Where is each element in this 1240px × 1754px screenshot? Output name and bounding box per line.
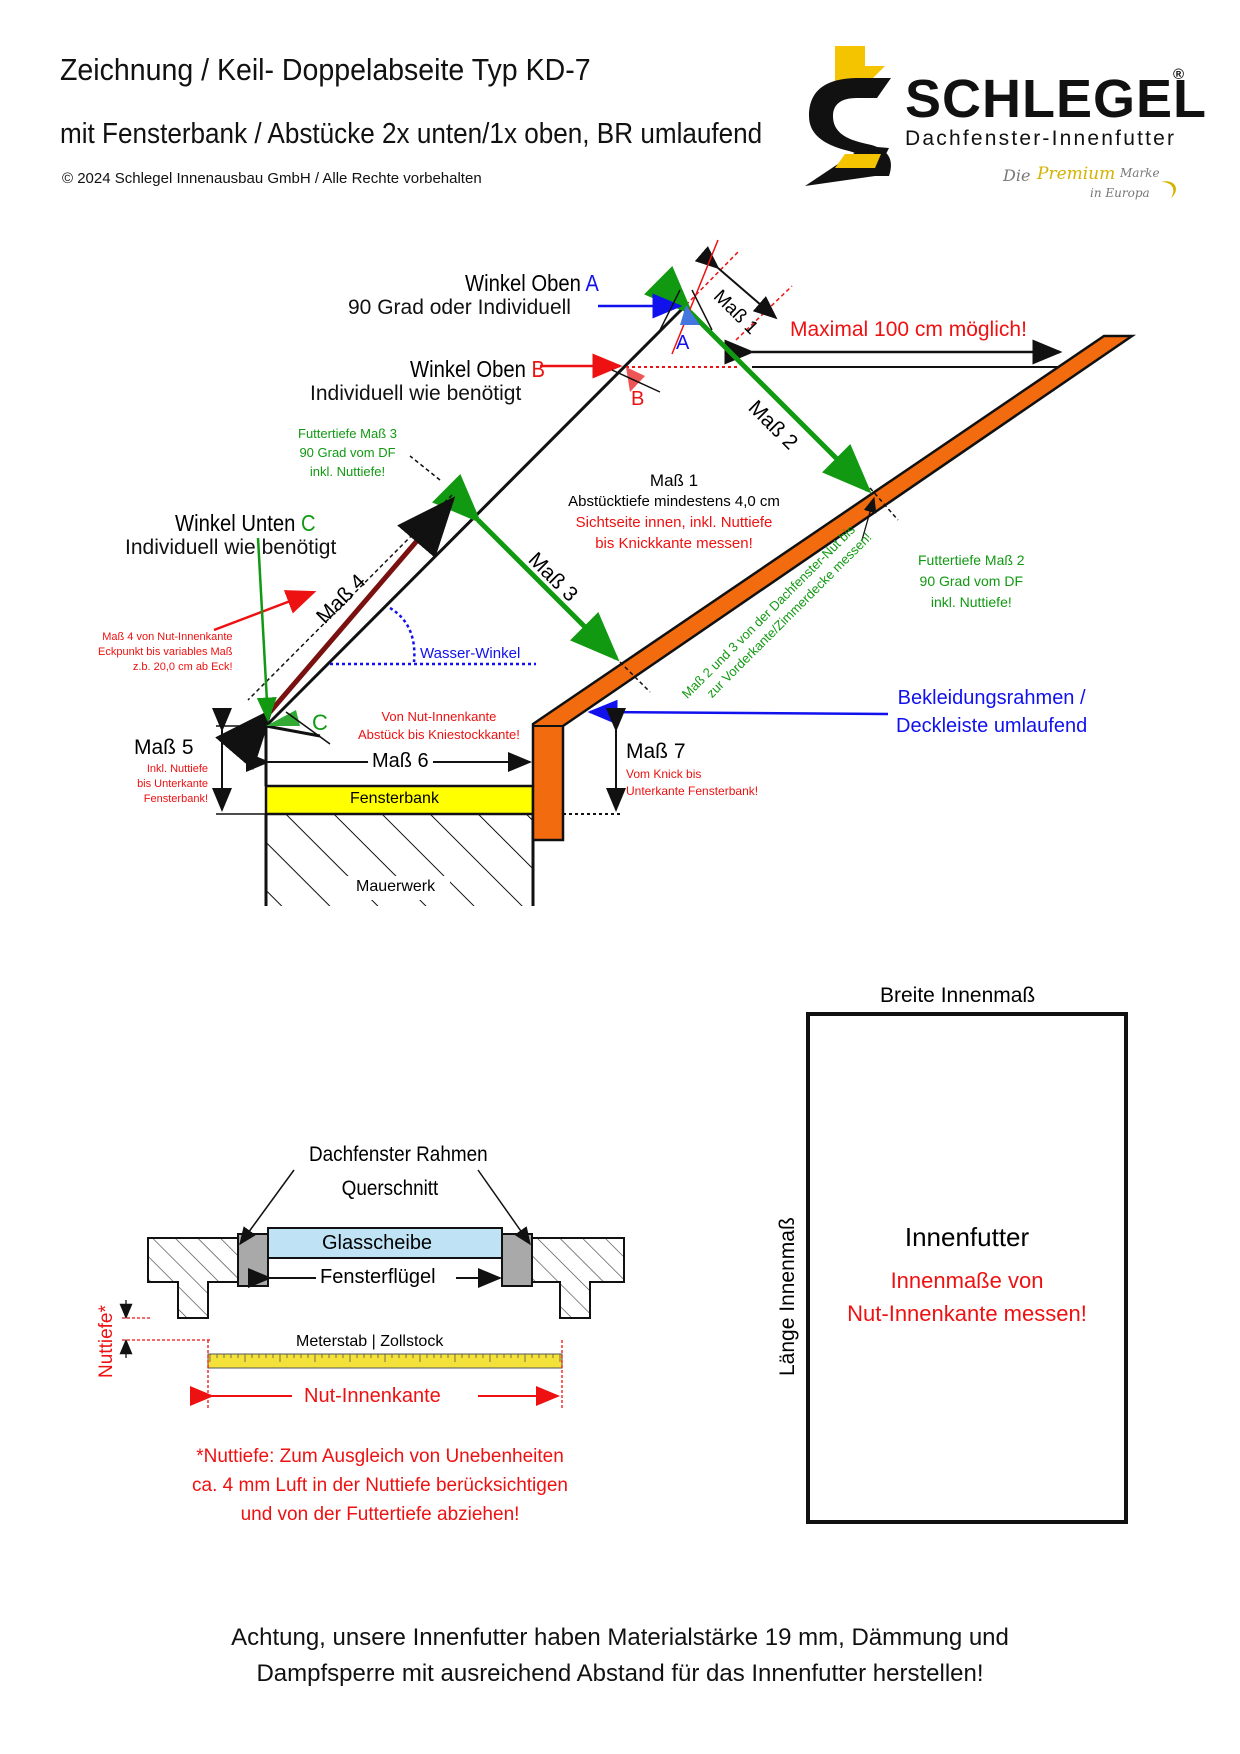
angle-b-line <box>611 369 661 393</box>
note-nut-innenkante: Von Nut-Innenkante Abstück bis Kniestock… <box>358 709 520 742</box>
dimension-mass3 <box>432 474 620 662</box>
mass4-dashed <box>247 494 453 701</box>
label-bekleidung: Bekleidungsrahmen / Deckleiste umlaufend <box>896 687 1088 737</box>
mark-b: B <box>631 388 645 410</box>
note-futtertiefe2: Futtertiefe Maß 2 90 Grad vom DF inkl. N… <box>918 552 1025 610</box>
water-angle-arc <box>389 606 416 663</box>
mark-a: A <box>676 332 690 354</box>
page-title: Zeichnung / Keil- Doppelabseite Typ KD-7 <box>60 52 591 87</box>
guide-mass2 <box>869 487 899 521</box>
copyright: © 2024 Schlegel Innenausbau GmbH / Alle … <box>62 170 482 187</box>
label-innenfutter: Innenfutter <box>904 1222 1030 1252</box>
label-mauerwerk: Mauerwerk <box>356 878 436 895</box>
note-nuttiefe: *Nuttiefe: Zum Ausgleich von Unebenheite… <box>192 1446 568 1525</box>
label-nut-innenkante: Nut-Innenkante <box>304 1385 441 1407</box>
slogan-marke: Marke <box>1120 166 1160 180</box>
angle-b-mark <box>626 367 645 392</box>
label-maximal: Maximal 100 cm möglich! <box>790 318 1027 341</box>
note-futtertiefe3: Futtertiefe Maß 3 90 Grad vom DF inkl. N… <box>298 426 397 479</box>
label-winkel-c: Winkel Unten C <box>175 510 316 536</box>
brand-logo: SCHLEGEL ® Dachfenster-Innenfutter Die P… <box>805 36 1206 216</box>
label-winkel-c-sub: Individuell wie benötigt <box>125 536 337 559</box>
mark-c: C <box>312 710 328 735</box>
label-laenge: Länge Innenmaß <box>776 1217 799 1376</box>
guide-mass3 <box>409 455 441 481</box>
label-glasscheibe: Glasscheibe <box>322 1232 433 1254</box>
swoosh-icon <box>1161 181 1176 198</box>
label-fensterfluegel: Fensterflügel <box>320 1266 436 1288</box>
trim-frame <box>531 334 1137 842</box>
angle-a-line2 <box>691 289 713 331</box>
frame-cross-section <box>119 1169 625 1410</box>
note-innenmasse: Innenmaße von Nut-Innenkante messen! <box>847 1268 1087 1326</box>
slogan-premium: Premium <box>1037 164 1116 184</box>
brand-name: SCHLEGEL <box>905 69 1208 129</box>
label-cross-title: Dachfenster Rahmen Querschnitt <box>309 1143 488 1200</box>
label-mass7: Maß 7 <box>626 740 686 763</box>
guide-mass3b <box>619 661 651 693</box>
angle-a-line1 <box>659 289 681 331</box>
note-mass5: Inkl. Nuttiefe bis Unterkante Fensterban… <box>137 763 208 805</box>
pointer-trim <box>587 699 889 725</box>
angle-c-mark <box>266 710 300 726</box>
ruler-ticks <box>209 1354 561 1362</box>
label-mass6: Maß 6 <box>368 750 433 773</box>
note-mass1: Maß 1 Abstücktiefe mindestens 4,0 cm Sic… <box>568 471 780 552</box>
slogan-europa: in Europa <box>1090 186 1150 200</box>
label-breite: Breite Innenmaß <box>880 984 1036 1007</box>
dimension-mass4 <box>215 496 456 771</box>
footer-warning: Achtung, unsere Innenfutter haben Materi… <box>231 1624 1009 1687</box>
angle-a-mark <box>680 305 700 325</box>
label-winkel-a-sub: 90 Grad oder Individuell <box>348 296 571 319</box>
label-meterstab: Meterstab | Zollstock <box>296 1333 444 1350</box>
note-mass7: Vom Knick bis Unterkante Fensterbank! <box>626 767 759 798</box>
inner-frame-box <box>806 1012 1128 1524</box>
dimension-mass2 <box>644 266 872 494</box>
masonry-wall <box>264 814 535 906</box>
registered-mark: ® <box>1173 66 1185 83</box>
slogan-die: Die <box>1003 166 1031 185</box>
pointer-mass4 <box>213 590 317 632</box>
label-wasser-winkel: Wasser-Winkel <box>420 645 521 662</box>
label-mass5: Maß 5 <box>134 736 194 759</box>
brand-tagline: Dachfenster-Innenfutter <box>905 127 1177 150</box>
note-mass4: Maß 4 von Nut-Innenkante Eckpunkt bis va… <box>98 631 233 673</box>
pointer-winkel-c <box>256 537 277 723</box>
label-nuttiefe: Nuttiefe* <box>96 1305 117 1378</box>
angle-c-line <box>285 711 331 745</box>
label-winkel-b-sub: Individuell wie benötigt <box>310 382 522 405</box>
label-winkel-a: Winkel Oben A <box>465 270 599 296</box>
page-subtitle: mit Fensterbank / Abstücke 2x unten/1x o… <box>60 118 763 150</box>
label-fensterbank: Fensterbank <box>350 790 439 807</box>
pointer-nut <box>861 496 877 541</box>
label-winkel-b: Winkel Oben B <box>410 356 545 382</box>
logo-mark-icon <box>805 46 891 186</box>
